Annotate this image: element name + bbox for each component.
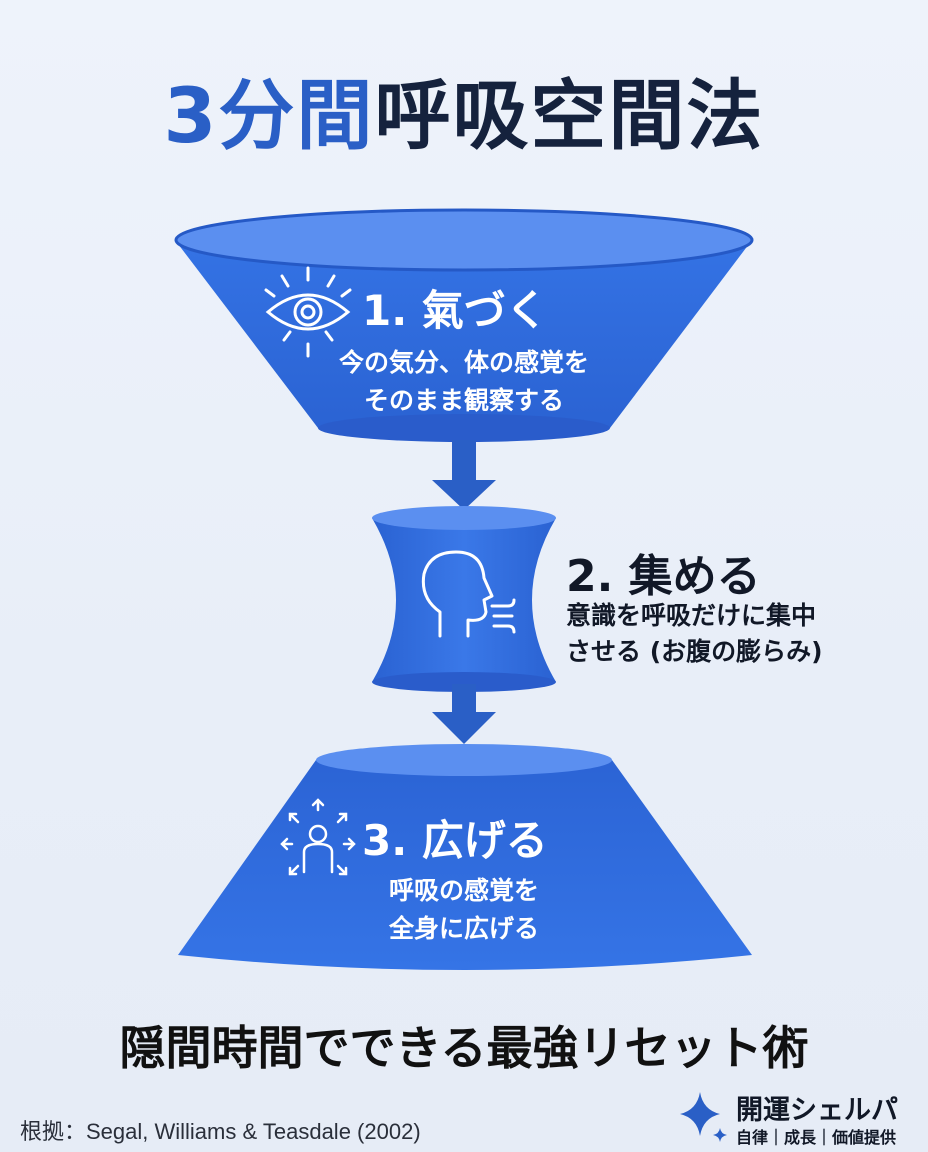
brand-name: 開運シェルパ bbox=[736, 1095, 898, 1126]
title-main: 呼吸空間法 bbox=[374, 71, 765, 160]
step-3-title: 3. 広げる bbox=[362, 816, 548, 865]
step-2-title: 2. 集める bbox=[566, 551, 761, 602]
tagline: 隠間時間でできる最強リセット術 bbox=[119, 1021, 809, 1075]
arrow-down-icon bbox=[432, 440, 496, 510]
step-1-desc-line2: そのまま観察する bbox=[363, 385, 564, 415]
step-1-title: 1. 氣づく bbox=[362, 286, 548, 335]
arrow-down-icon bbox=[432, 684, 496, 744]
eye-icon bbox=[264, 266, 352, 358]
title-accent: 3分間 bbox=[163, 71, 375, 160]
funnel-middle bbox=[372, 506, 556, 692]
citation: 根拠：Segal, Williams & Teasdale (2002) bbox=[20, 1119, 421, 1144]
person-expand-icon bbox=[280, 798, 356, 876]
step-2-desc-line1: 意識を呼吸だけに集中 bbox=[566, 601, 817, 630]
brand-tagline: 自律｜成長｜価値提供 bbox=[736, 1128, 897, 1147]
step-2-description: 意識を呼吸だけに集中 させる (お腹の膨らみ) bbox=[566, 598, 823, 671]
sparkle-icon bbox=[680, 1092, 727, 1142]
step-2-desc-line2: させる (お腹の膨らみ) bbox=[566, 637, 823, 667]
funnel-top bbox=[174, 208, 754, 442]
step-3-description: 呼吸の感覚を 全身に広げる bbox=[314, 872, 614, 947]
head-breathing-icon bbox=[421, 550, 516, 638]
page-title: 3分間呼吸空間法 bbox=[0, 78, 928, 154]
step-3-desc-line1: 呼吸の感覚を bbox=[388, 876, 539, 905]
step-3-desc-line2: 全身に広げる bbox=[388, 913, 539, 943]
funnel-bottom bbox=[178, 744, 752, 970]
step-1-desc-line1: 今の気分、体の感覚を bbox=[338, 348, 589, 377]
step-1-description: 今の気分、体の感覚を そのまま観察する bbox=[314, 344, 614, 419]
brand-logo: 開運シェルパ 自律｜成長｜価値提供 bbox=[676, 1088, 916, 1148]
